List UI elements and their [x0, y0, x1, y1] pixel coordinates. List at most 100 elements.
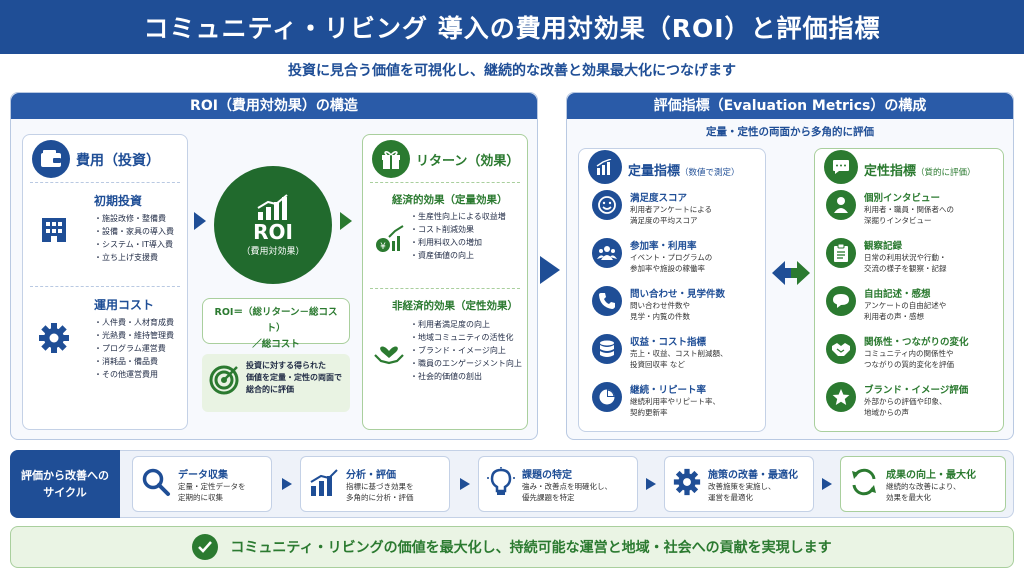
metric-desc: 売上・収益、コスト削減額、 投資回収率 など — [630, 349, 728, 369]
cycle-step-title: 成果の向上・最大化 — [886, 469, 976, 481]
metric-desc: 利用者・職員・関係者への 深掘りインタビュー — [864, 205, 954, 225]
metric-title: 関係性・つながりの変化 — [864, 337, 969, 348]
arrow-right-icon — [540, 256, 560, 284]
chat-icon — [824, 150, 858, 184]
metric-title: 個別インタビュー — [864, 193, 941, 204]
arrow-right-icon — [282, 478, 292, 490]
metric-item: 満足度スコア利用者アンケートによる 満足度の平均スコア — [592, 190, 762, 226]
page-subtitle: 投資に見合う価値を可視化し、継続的な改善と効果最大化につなげます — [288, 63, 736, 79]
return-title: リターン（効果） — [416, 154, 520, 169]
metric-desc: 問い合わせ件数や 見学・内覧の件数 — [630, 301, 690, 321]
double-arrow-icon — [772, 258, 810, 288]
metrics-panel-header: 評価指標（Evaluation Metrics）の構成 — [567, 93, 1013, 119]
metric-desc: 利用者アンケートによる 満足度の平均スコア — [630, 205, 712, 225]
arrow-right-icon — [340, 212, 352, 230]
magnifier-icon — [141, 467, 171, 501]
cost-title: 費用（投資） — [76, 153, 160, 169]
metric-title: 満足度スコア — [630, 193, 688, 204]
list-item: ・地域コミュニティの活性化 — [410, 333, 514, 342]
initial-investment-list: ・施設改修・整備費 ・設備・家具の導入費 ・システム・IT導入費 ・立ち上げ支援… — [94, 212, 186, 264]
economic-effects-title: 経済的効果（定量効果） — [392, 194, 508, 206]
roi-note: 投資に対する得られた 価値を定量・定性の両面で 総合的に評価 — [246, 361, 342, 394]
gift-icon — [372, 140, 410, 178]
arrow-right-icon — [822, 478, 832, 490]
star-icon — [826, 382, 856, 412]
person-icon — [826, 190, 856, 220]
metric-title: 収益・コスト指標 — [630, 337, 707, 348]
list-item: ・プログラム運営費 — [94, 344, 166, 353]
quantitative-title: 定量指標 — [628, 164, 681, 179]
building-icon — [36, 210, 72, 246]
metric-item: 観察記録日常の利用状況や行動・ 交流の様子を観察・記録 — [826, 238, 1002, 274]
cycle-step: 分析・評価指標に基づき効果を 多角的に分析・評価 — [300, 456, 450, 512]
non-economic-effects-list: ・利用者満足度の向上 ・地域コミュニティの活性化 ・ブランド・イメージ向上 ・職… — [410, 318, 528, 383]
metric-desc: アンケートの自由記述や 利用者の声・感想 — [864, 301, 947, 321]
list-item: ・光熱費・維持管理費 — [94, 331, 174, 340]
refresh-icon — [849, 467, 879, 501]
list-item: ・社会的価値の創出 — [410, 372, 482, 381]
qualitative-sub: （質的に評価） — [916, 168, 976, 178]
metric-desc: 外部からの評価や印象、 地域からの声 — [864, 397, 947, 417]
metric-item: 参加率・利用率イベント・プログラムの 参加率や施設の稼働率 — [592, 238, 762, 274]
metric-title: ブランド・イメージ評価 — [864, 385, 969, 396]
list-item: ・人件費・人材育成費 — [94, 318, 174, 327]
check-circle-icon — [192, 534, 219, 560]
initial-investment-title: 初期投資 — [94, 194, 143, 208]
quantitative-header: 定量指標（数値で測定） — [628, 160, 740, 179]
list-item: ・利用料収入の増加 — [410, 238, 482, 247]
economic-effects-list: ・生産性向上による収益増 ・コスト削減効果 ・利用料収入の増加 ・資産価値の向上 — [410, 210, 526, 262]
money-growth-icon: ¥ — [372, 222, 406, 256]
metric-title: 参加率・利用率 — [630, 241, 697, 252]
metrics-caption: 定量・定性の両面から多角的に評価 — [706, 126, 874, 138]
bar-chart-icon — [588, 150, 622, 184]
divider — [30, 286, 180, 287]
svg-text:¥: ¥ — [380, 242, 386, 252]
metric-item: 収益・コスト指標売上・収益、コスト削減額、 投資回収率 など — [592, 334, 764, 370]
lightbulb-icon — [487, 467, 515, 501]
list-item: ・立ち上げ支援費 — [94, 253, 158, 262]
cycle-step: 成果の向上・最大化継続的な改善により、 効果を最大化 — [840, 456, 1006, 512]
metric-item: ブランド・イメージ評価外部からの評価や印象、 地域からの声 — [826, 382, 1002, 418]
wallet-icon — [32, 140, 70, 178]
gear-icon — [673, 468, 701, 500]
growth-chart-icon — [257, 193, 288, 220]
people-icon — [592, 238, 622, 268]
list-item: ・生産性向上による収益増 — [410, 212, 506, 221]
list-item: ・その他運営費用 — [94, 370, 158, 379]
metric-item: 継続・リピート率継続利用率やリピート率、 契約更新率 — [592, 382, 762, 418]
metric-item: 個別インタビュー利用者・職員・関係者への 深掘りインタビュー — [826, 190, 1002, 226]
qualitative-title: 定性指標 — [864, 164, 917, 179]
list-item: ・施設改修・整備費 — [94, 214, 166, 223]
roi-sublabel: （費用対効果） — [241, 246, 305, 257]
running-cost-list: ・人件費・人材育成費 ・光熱費・維持管理費 ・プログラム運営費 ・消耗品・備品費… — [94, 316, 186, 381]
phone-icon — [592, 286, 622, 316]
cycle-step-title: 施策の改善・最適化 — [708, 469, 798, 481]
list-item: ・資産価値の向上 — [410, 251, 474, 260]
non-economic-effects-title: 非経済的効果（定性効果） — [392, 300, 518, 312]
divider — [370, 288, 520, 289]
roi-panel-header: ROI（費用対効果）の構造 — [11, 93, 537, 119]
roi-formula-box: ROI＝（総リターン－総コスト） ／総コスト — [202, 298, 350, 350]
cycle-step-desc: 定量・定性データを 定期的に収集 — [178, 481, 246, 502]
cycle-step: 施策の改善・最適化改善施策を実施し、 運営を最適化 — [664, 456, 814, 512]
cycle-step-title: データ収集 — [178, 469, 228, 481]
cycle-label: 評価から改善への サイクル — [21, 469, 109, 499]
cycle-label-box: 評価から改善への サイクル — [10, 450, 120, 518]
running-cost-title: 運用コスト — [94, 298, 155, 312]
list-item: ・ブランド・イメージ向上 — [410, 346, 506, 355]
heart-hands-icon — [372, 334, 406, 368]
metric-title: 自由記述・感想 — [864, 289, 931, 300]
metric-item: 関係性・つながりの変化コミュニティ内の関係性や つながりの質的変化を評価 — [826, 334, 1004, 370]
arrow-right-icon — [646, 478, 656, 490]
clipboard-icon — [826, 238, 856, 268]
metric-desc: イベント・プログラムの 参加率や施設の稼働率 — [630, 253, 713, 273]
cycle-step: データ収集定量・定性データを 定期的に収集 — [132, 456, 272, 512]
metric-title: 観察記録 — [864, 241, 903, 252]
database-icon — [592, 334, 622, 364]
list-item: ・職員のエンゲージメント向上 — [410, 359, 522, 368]
metric-desc: 継続利用率やリピート率、 契約更新率 — [630, 397, 720, 417]
list-item: ・設備・家具の導入費 — [94, 227, 174, 236]
cycle-step-desc: 指標に基づき効果を 多角的に分析・評価 — [346, 481, 414, 502]
cost-card — [22, 134, 188, 430]
divider — [30, 182, 180, 183]
